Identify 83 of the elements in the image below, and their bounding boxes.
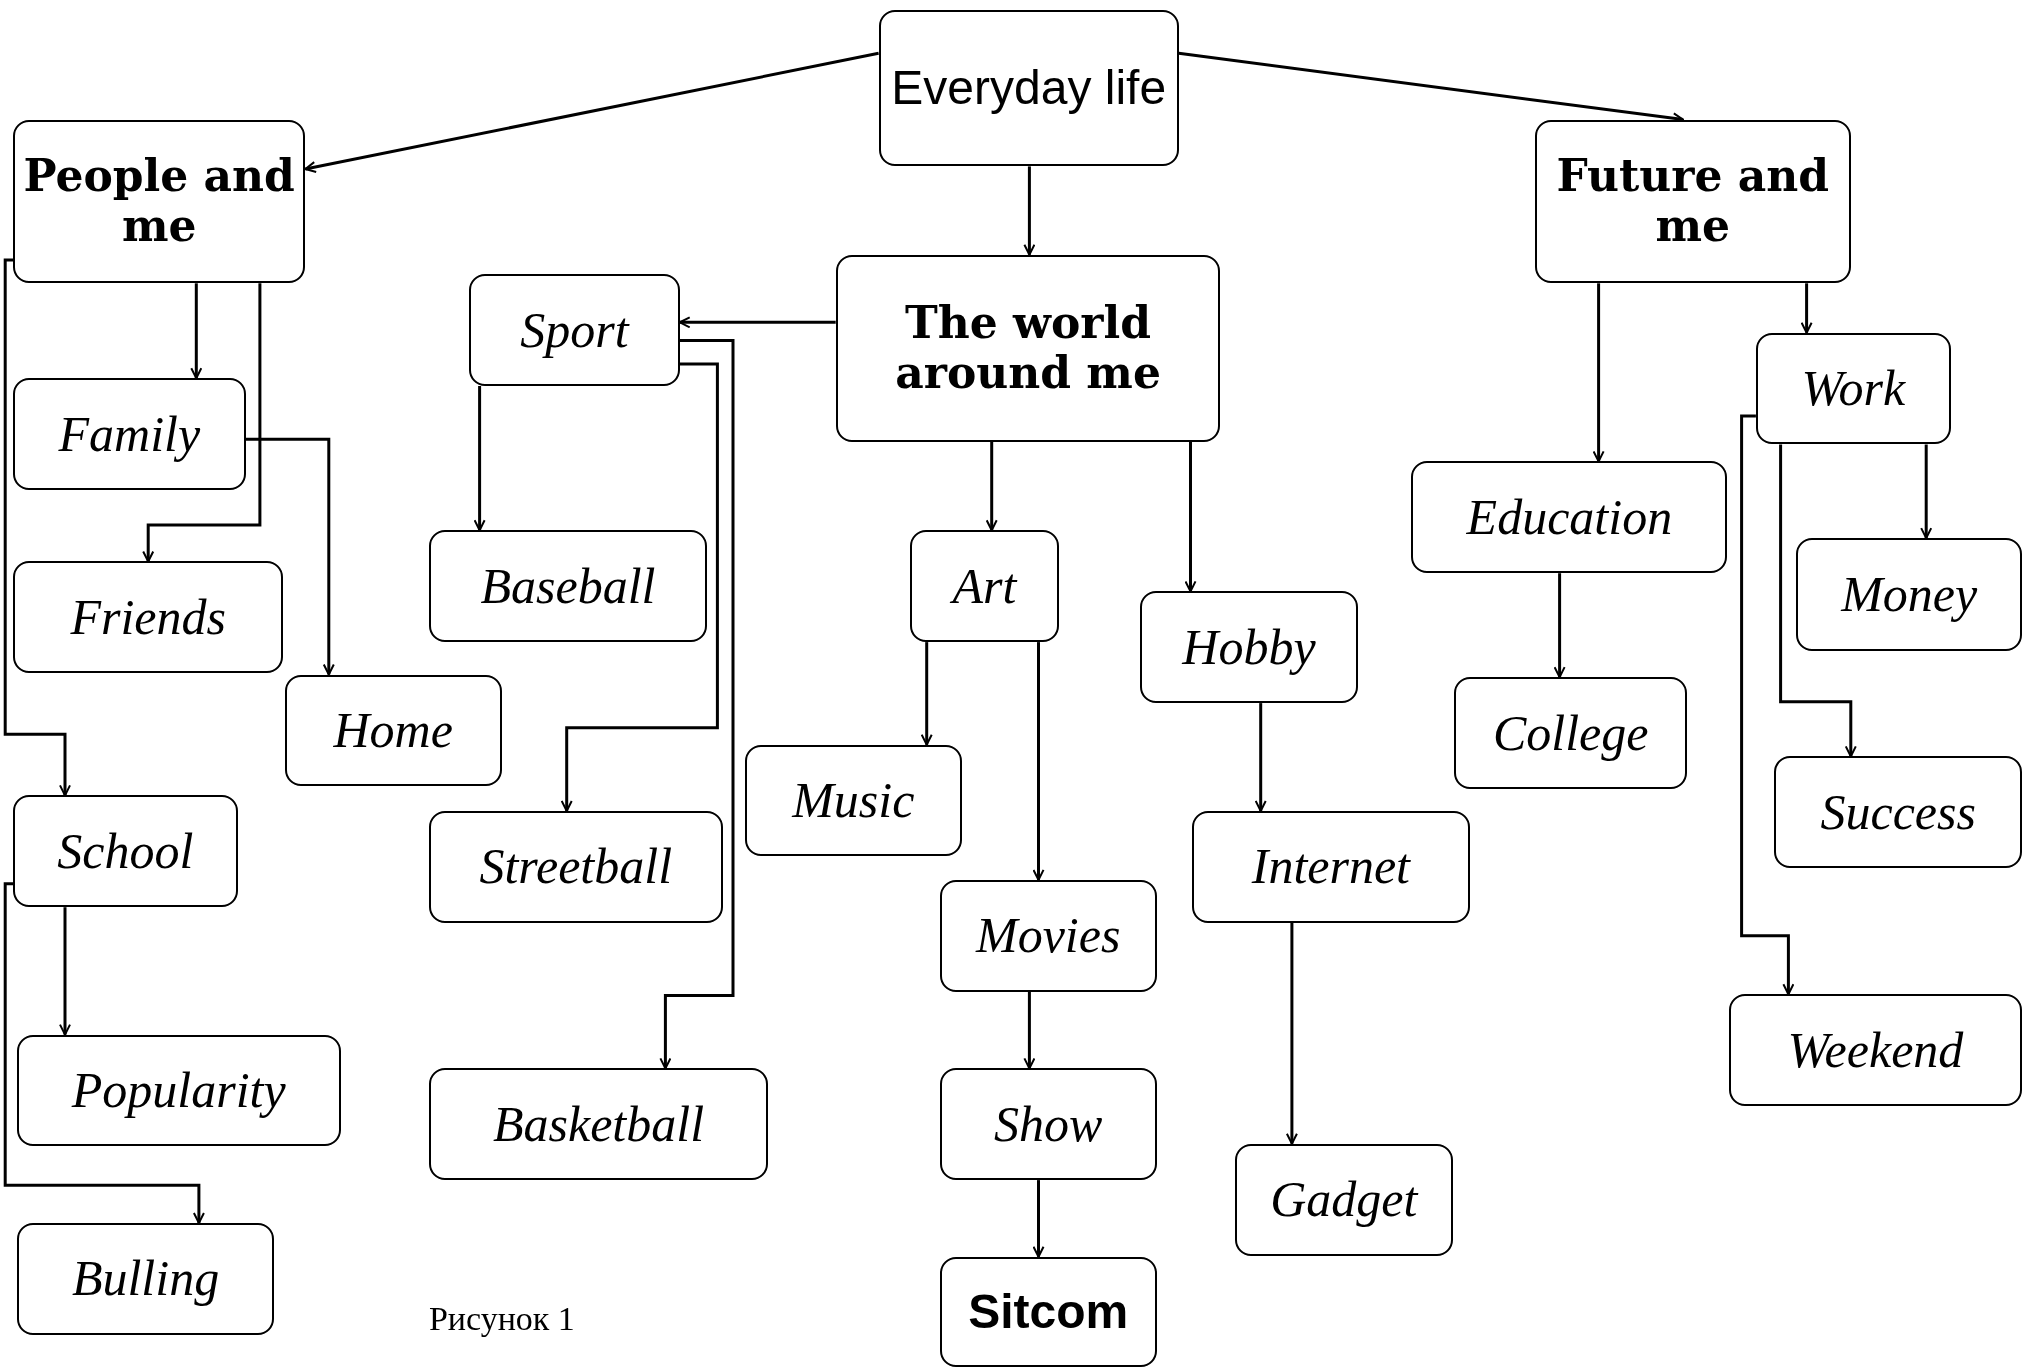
concept-box	[16, 1034, 341, 1147]
arrow	[1740, 414, 1795, 996]
arrow	[1032, 1180, 1045, 1258]
arrow	[304, 51, 879, 173]
node-label: Friends	[70, 589, 226, 645]
arrow	[678, 316, 836, 329]
arrow	[1023, 991, 1036, 1070]
node-label: Music	[792, 773, 915, 829]
node-label: Show	[994, 1096, 1103, 1152]
concept-box	[284, 674, 502, 787]
concept-box	[1139, 591, 1359, 704]
arrow	[142, 283, 262, 563]
node-label: Weekend	[1787, 1022, 1964, 1078]
arrow	[1023, 166, 1036, 256]
arrow	[659, 339, 735, 1070]
concept-box	[939, 879, 1157, 992]
node-label: College	[1492, 705, 1649, 761]
node-label: Future and me	[1555, 150, 1831, 253]
node-label: Art	[952, 558, 1017, 614]
arrow	[1779, 444, 1857, 758]
arrow	[920, 642, 933, 746]
concept-box	[1534, 119, 1851, 284]
arrow	[1920, 444, 1933, 540]
caption: Рисунок 1	[428, 1299, 575, 1340]
arrow	[1285, 922, 1298, 1145]
node-label: Popularity	[71, 1062, 286, 1118]
node-label: Education	[1466, 489, 1673, 545]
concept-box	[13, 378, 246, 490]
node-label: Hobby	[1182, 619, 1316, 675]
node-label: Movies	[976, 908, 1121, 964]
arrow	[1553, 573, 1566, 679]
node-label: Sitcom	[968, 1284, 1129, 1340]
node-label: Family	[58, 406, 201, 462]
arrow	[245, 437, 335, 676]
node-label: Baseball	[480, 558, 656, 614]
concept-box	[16, 1223, 275, 1335]
node-label: Bulling	[71, 1251, 220, 1307]
arrow	[985, 441, 998, 532]
node-label: People and me	[23, 150, 296, 253]
concept-box	[469, 274, 680, 386]
concept-box	[13, 561, 284, 674]
concept-box	[1728, 994, 2023, 1107]
arrow	[1592, 283, 1605, 463]
concept-box	[13, 119, 306, 284]
arrow	[190, 283, 203, 380]
node-label: Money	[1841, 567, 1978, 623]
arrow	[59, 907, 71, 1036]
node-label: Gadget	[1270, 1172, 1418, 1228]
concept-box	[835, 254, 1221, 442]
concept-box	[939, 1256, 1157, 1368]
arrow	[560, 362, 719, 812]
node-label: Basketball	[492, 1096, 705, 1152]
concept-box	[939, 1068, 1157, 1181]
concept-box	[1191, 811, 1470, 923]
node-label: School	[57, 823, 194, 879]
concept-box	[13, 795, 238, 908]
concept-box	[909, 530, 1060, 643]
node-label: Internet	[1251, 839, 1410, 895]
arrow	[1032, 642, 1045, 881]
concept-box	[1755, 332, 1951, 445]
concept-box	[428, 811, 723, 923]
arrow	[3, 258, 71, 797]
node-label: Everyday life	[891, 60, 1167, 117]
node-label: The world around me	[894, 297, 1162, 399]
concept-box	[1774, 756, 2023, 869]
arrow	[473, 386, 486, 532]
concept-box	[428, 530, 707, 643]
concept-box	[1411, 461, 1728, 574]
concept-box	[1796, 538, 2023, 652]
concept-box	[1454, 677, 1687, 789]
node-label: Home	[333, 702, 453, 758]
concept-box	[428, 1068, 769, 1181]
node-label: Streetball	[479, 839, 673, 895]
arrow	[3, 882, 205, 1224]
arrow	[1184, 441, 1197, 593]
node-label: Sport	[520, 302, 629, 358]
node-label: Success	[1820, 784, 1976, 840]
concept-box	[1234, 1143, 1454, 1256]
concept-box	[744, 744, 962, 857]
arrow	[1800, 283, 1813, 334]
arrow	[1254, 703, 1267, 812]
node-label: Work	[1801, 361, 1906, 417]
concept-box	[878, 10, 1179, 167]
